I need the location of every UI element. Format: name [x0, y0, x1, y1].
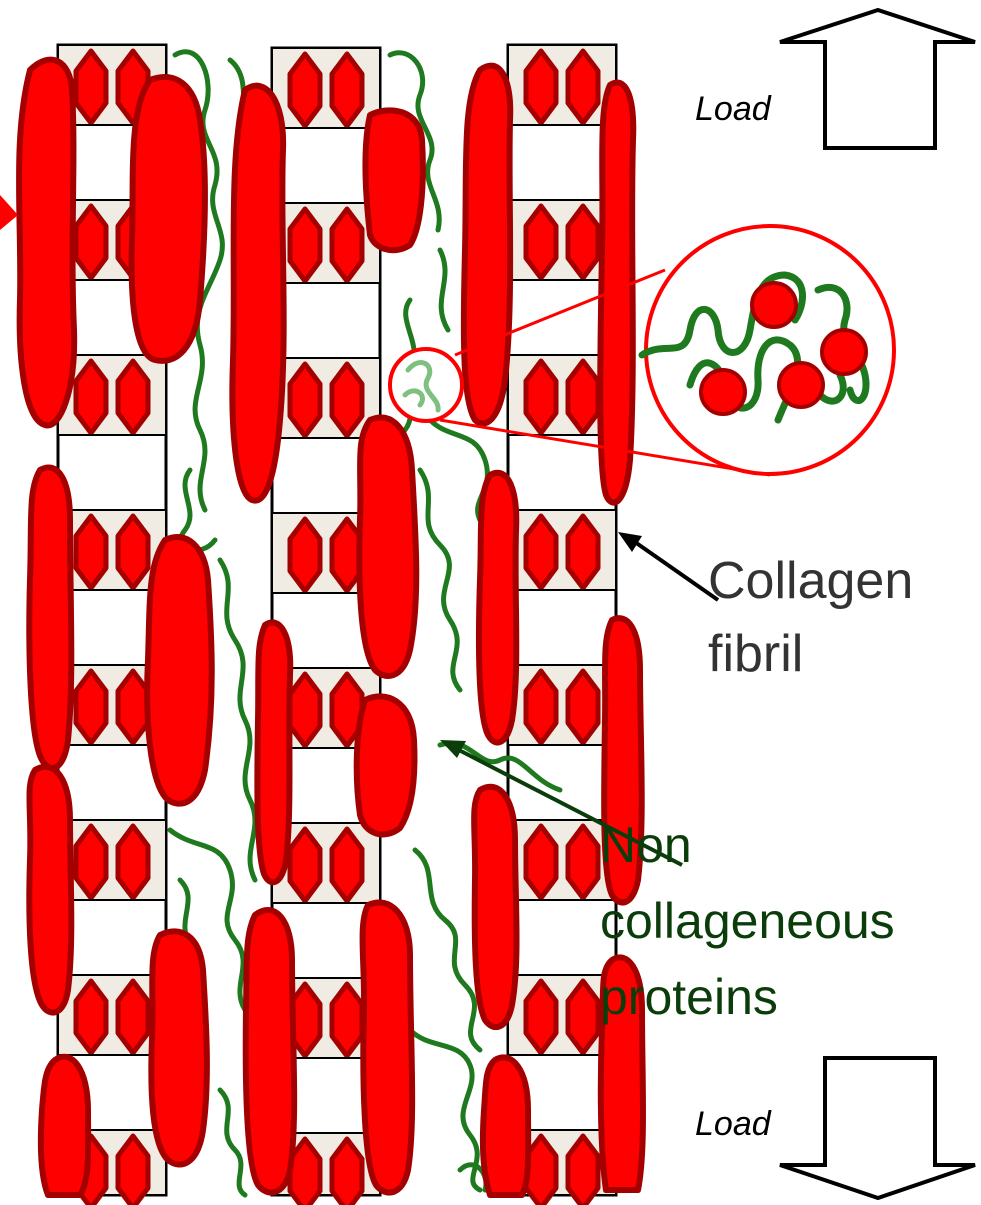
- mineral-crystal: [568, 826, 598, 898]
- mineral-crystal: [118, 981, 148, 1053]
- ncp-label-line1: Non: [600, 817, 692, 873]
- mineral-crystal: [118, 826, 148, 898]
- mineral-crystal: [332, 829, 362, 901]
- mineral-crystal: [76, 206, 106, 278]
- offscreen-pointer-arrow: [0, 195, 18, 230]
- mineral-crystal: [568, 671, 598, 743]
- mineral-crystal: [118, 361, 148, 433]
- mineral-crystal: [118, 671, 148, 743]
- ncp-label-line3: proteins: [600, 969, 778, 1025]
- mineral-crystal: [568, 1136, 598, 1205]
- mineral-crystal: [332, 1139, 362, 1205]
- mineral-crystal: [76, 51, 106, 123]
- mineral-crystal: [526, 826, 556, 898]
- load-arrow-down-icon: [780, 1058, 975, 1198]
- mineral-crystal: [290, 674, 320, 746]
- mineral-crystal: [526, 206, 556, 278]
- mineral-crystal: [568, 981, 598, 1053]
- collagen-fibril-label-line1: Collagen: [708, 552, 913, 610]
- mineral-crystal: [568, 361, 598, 433]
- load-label-bottom: Load: [695, 1105, 772, 1143]
- collagen-pointer-arrow: [618, 532, 718, 600]
- mineral-crystal: [568, 206, 598, 278]
- mineral-crystal: [526, 51, 556, 123]
- mineral-crystal: [526, 516, 556, 588]
- mineral-crystal: [290, 209, 320, 281]
- mineral-crystal: [568, 51, 598, 123]
- mineral-particle: [701, 370, 745, 414]
- ncp-label-line2: collageneous: [600, 893, 895, 949]
- mineral-crystal: [332, 54, 362, 126]
- mineral-crystal: [290, 519, 320, 591]
- mineral-crystal: [118, 516, 148, 588]
- collagen-fibril-label-line2: fibril: [708, 625, 803, 683]
- mineral-crystal: [332, 984, 362, 1056]
- mineral-crystal: [526, 361, 556, 433]
- mineral-crystal: [76, 516, 106, 588]
- mineral-crystal: [568, 516, 598, 588]
- mineral-crystal: [76, 671, 106, 743]
- mineral-crystal: [76, 981, 106, 1053]
- mineral-crystal: [290, 829, 320, 901]
- load-label-top: Load: [695, 90, 772, 128]
- mineral-particle: [822, 330, 866, 374]
- mineral-crystal: [290, 364, 320, 436]
- mineral-crystal: [118, 1136, 148, 1205]
- mineral-crystal: [526, 981, 556, 1053]
- mineral-crystal: [76, 361, 106, 433]
- mineral-crystal: [332, 364, 362, 436]
- mineral-crystal: [332, 209, 362, 281]
- mineral-particle: [752, 283, 796, 327]
- mineral-crystal: [526, 671, 556, 743]
- mineral-crystal: [290, 54, 320, 126]
- mineral-crystal: [76, 826, 106, 898]
- load-arrow-up-icon: [780, 10, 975, 148]
- mineral-particle: [779, 363, 823, 407]
